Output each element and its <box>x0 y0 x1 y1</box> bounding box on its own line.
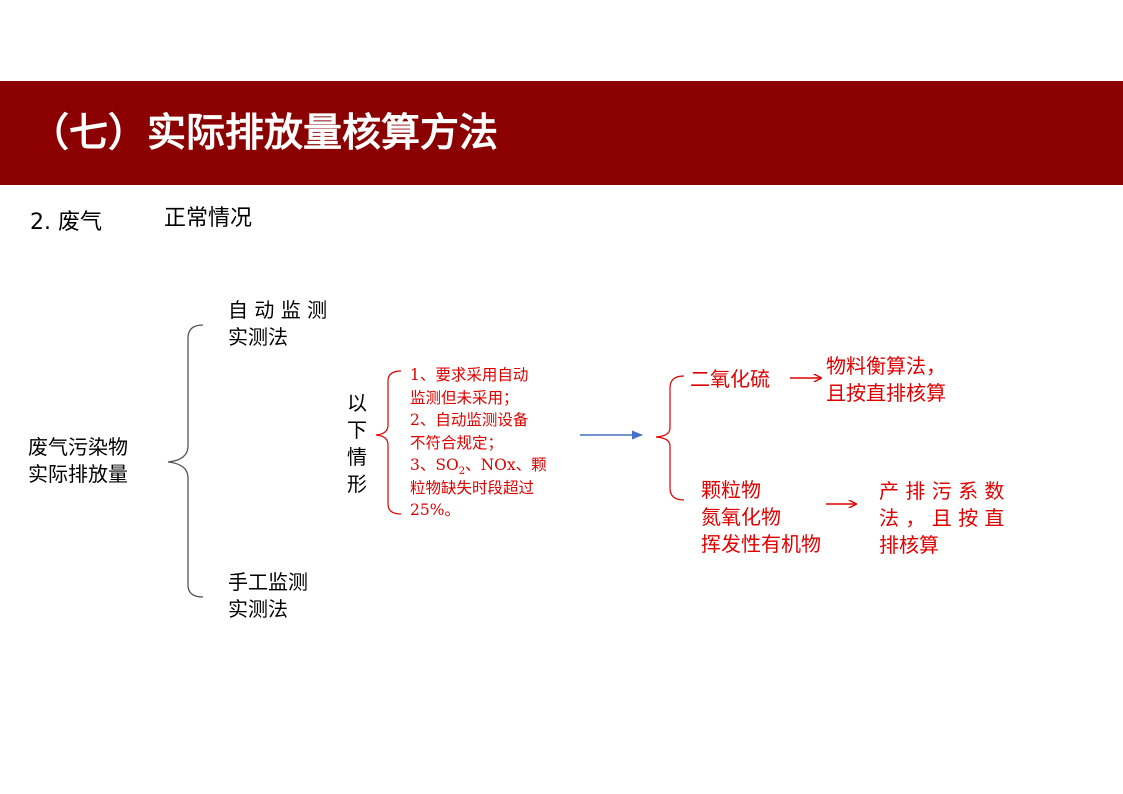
condition-1-line-1: 1、要求采用自动 <box>410 366 529 384</box>
pollutant-vocs: 挥发性有机物 <box>701 532 821 556</box>
condition-3-subscript: 2 <box>458 466 466 478</box>
conditions-list: 1、要求采用自动 监测但未采用； 2、自动监测设备 不符合规定； 3、SO2、N… <box>410 364 547 522</box>
conditions-bracket <box>375 370 402 515</box>
condition-2-line-2: 不符合规定； <box>410 433 504 452</box>
condition-3-line-2: 粒物缺失时段超过 <box>410 478 535 497</box>
other-pollutants: 颗粒物 氮氧化物 挥发性有机物 <box>701 477 821 558</box>
title-bar <box>0 81 1123 185</box>
pollutant-particulate: 颗粒物 <box>701 478 761 502</box>
page-title: （七）实际排放量核算方法 <box>30 110 499 156</box>
others-method: 产 排 污 系 数 法 ， 且 按 直 排核算 <box>879 478 1004 559</box>
others-method-line-2: 法 ， 且 按 直 <box>879 506 1005 530</box>
so2-method-line-2: 且按直排核算 <box>826 381 946 405</box>
so2-label: 二氧化硫 <box>690 367 770 391</box>
section-subtitle: 正常情况 <box>164 206 253 231</box>
root-line-2: 实际排放量 <box>28 462 128 486</box>
condition-2-line-1: 2、自动监测设备 <box>410 411 529 429</box>
others-method-line-1: 产 排 污 系 数 <box>879 479 1005 503</box>
auto-monitoring-node: 自 动 监 测 实测法 <box>228 297 327 351</box>
auto-monitoring-line-2: 实测法 <box>228 325 288 349</box>
condition-3-prefix: 3、SO <box>410 456 459 474</box>
others-method-line-3: 排核算 <box>879 533 939 557</box>
condition-1-line-2: 监测但未采用； <box>410 388 519 407</box>
pollutant-nox: 氮氧化物 <box>701 505 781 529</box>
condition-3-suffix: 、NOx、颗 <box>465 456 547 474</box>
manual-monitoring-line-2: 实测法 <box>228 597 288 621</box>
so2-method-line-1: 物料衡算法， <box>826 354 946 378</box>
root-node: 废气污染物 实际排放量 <box>28 434 128 488</box>
manual-monitoring-line-1: 手工监测 <box>228 570 308 594</box>
main-brace <box>167 324 204 598</box>
situation-label: 以下情形 <box>347 391 367 496</box>
condition-3-line-3: 25%。 <box>410 501 460 519</box>
root-line-1: 废气污染物 <box>28 435 128 459</box>
condition-3-line-1: 3、SO2、NOx、颗 <box>410 454 547 477</box>
pollutant-bracket <box>655 375 685 501</box>
so2-method: 物料衡算法， 且按直排核算 <box>826 353 946 407</box>
auto-monitoring-line-1: 自 动 监 测 <box>228 298 328 322</box>
manual-monitoring-node: 手工监测 实测法 <box>228 569 308 623</box>
section-label: 2. 废气 <box>30 210 102 235</box>
